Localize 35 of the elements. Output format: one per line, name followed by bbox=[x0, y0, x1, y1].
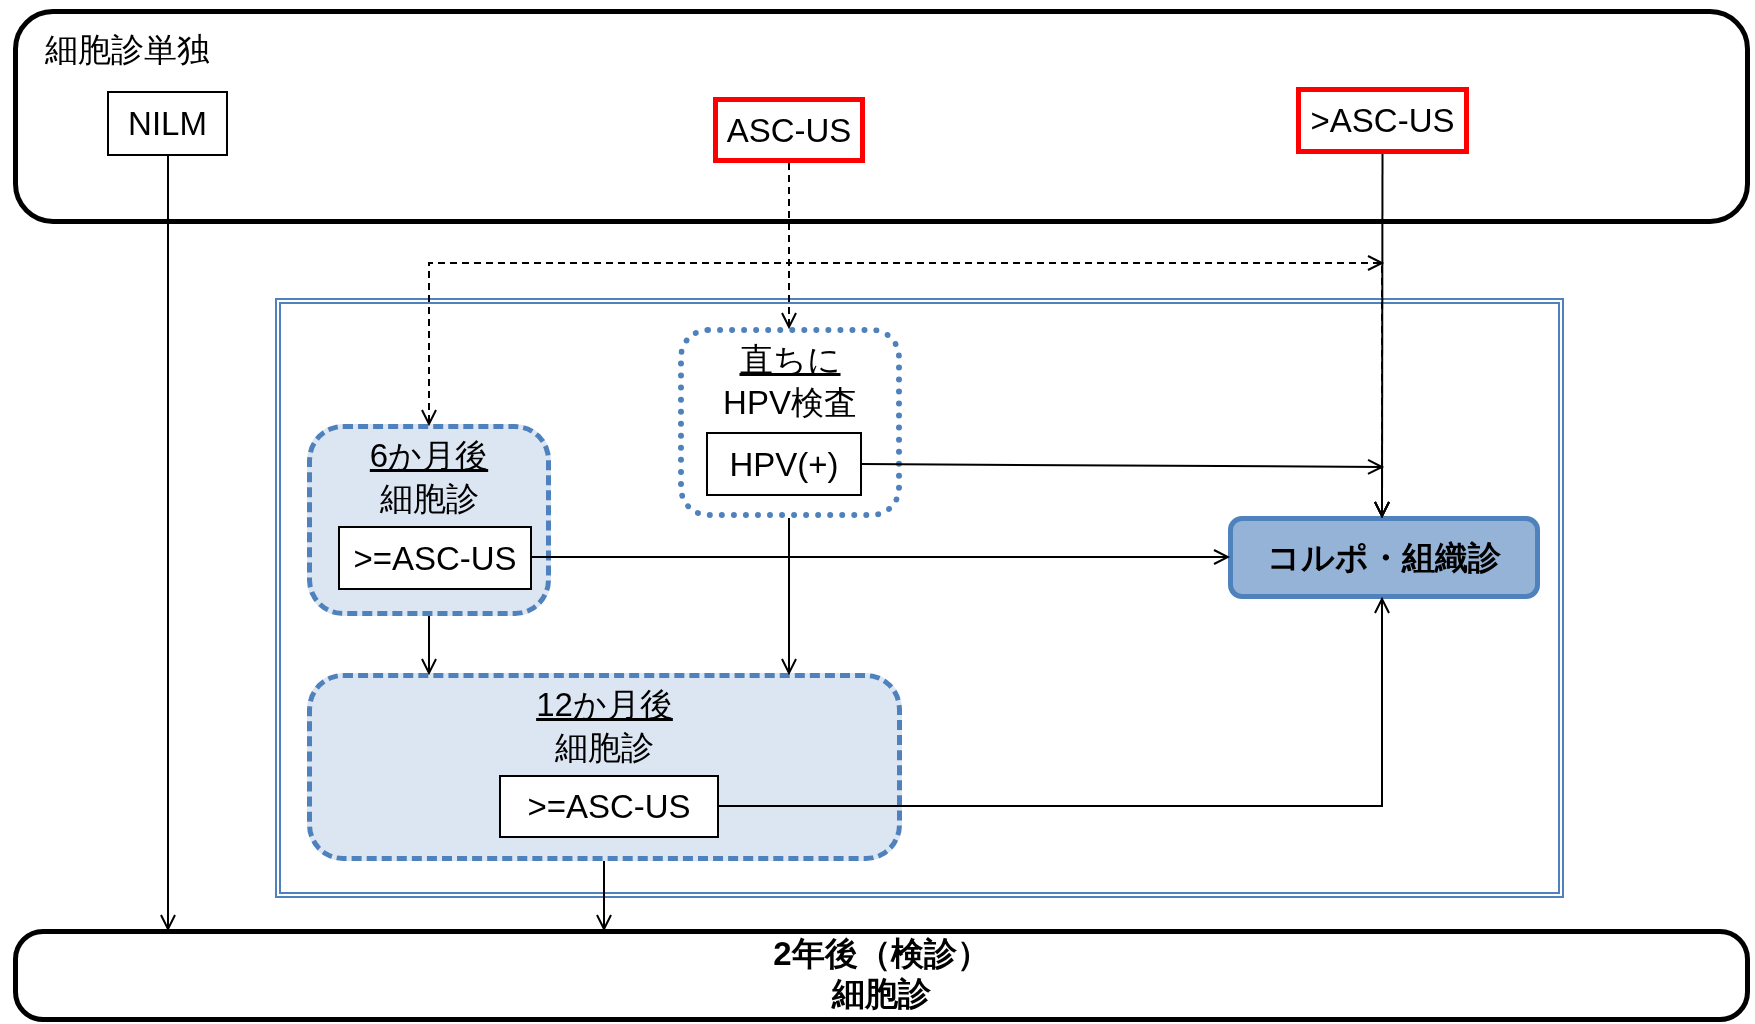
label-text: ASC-US bbox=[726, 110, 852, 151]
label-text: >=ASC-US bbox=[527, 787, 691, 827]
arrow bbox=[596, 860, 612, 930]
result-box bbox=[713, 97, 865, 163]
label-text: >=ASC-US bbox=[353, 538, 517, 579]
result-box bbox=[338, 526, 532, 590]
label-text: HPV(+) bbox=[729, 444, 839, 485]
arrow bbox=[781, 517, 797, 674]
dashed-panel bbox=[307, 673, 902, 861]
frame-box bbox=[275, 298, 1564, 898]
body-text: HPV検査 bbox=[723, 383, 857, 423]
dashed-panel bbox=[307, 424, 551, 616]
arrow bbox=[718, 598, 1390, 807]
result-box bbox=[706, 432, 862, 496]
group-panel bbox=[13, 9, 1750, 224]
label-text: コルポ・組織診 bbox=[1267, 538, 1501, 578]
label-text: 細胞診単独 bbox=[45, 30, 210, 70]
heading-text: 2年後（検診） bbox=[773, 934, 990, 974]
arrow bbox=[861, 458, 1390, 517]
body-text: 細胞診 bbox=[555, 728, 654, 768]
result-box bbox=[107, 91, 228, 156]
label-text: >ASC-US bbox=[1310, 101, 1455, 141]
result-box bbox=[499, 775, 719, 838]
arrow bbox=[421, 615, 437, 674]
label-text: NILM bbox=[128, 104, 207, 144]
heading-text: 6か月後 bbox=[369, 436, 489, 476]
process-box bbox=[1228, 516, 1540, 599]
group-panel bbox=[13, 929, 1750, 1022]
result-box bbox=[1296, 87, 1469, 154]
heading-text: 12か月後 bbox=[536, 685, 673, 725]
arrow bbox=[531, 549, 1229, 565]
body-text: 細胞診 bbox=[379, 479, 479, 519]
heading-text: 直ちに bbox=[739, 340, 841, 380]
arrow bbox=[160, 155, 176, 930]
body-text: 細胞診 bbox=[832, 974, 931, 1014]
